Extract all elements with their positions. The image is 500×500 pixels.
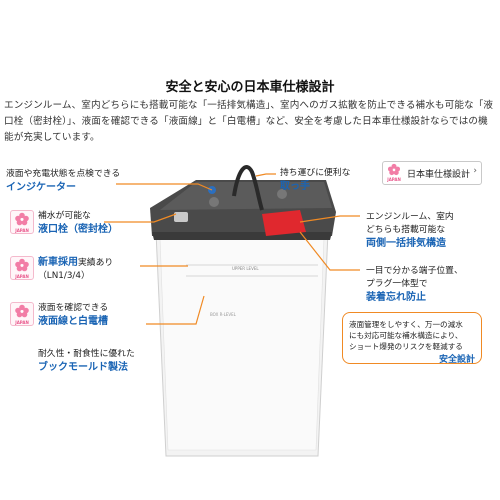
callout-terminal: 一目で分かる端子位置、 プラグ一体型で 装着忘れ防止 [366, 266, 463, 303]
sakura-icon [15, 212, 29, 226]
japan-badge: JAPAN [10, 210, 34, 234]
sakura-icon [15, 304, 29, 318]
japan-badge: JAPAN [10, 302, 34, 326]
callout-level-line: 液面を確認できる 液面線と白電槽 [38, 303, 109, 327]
chevron-right-icon: › [473, 166, 477, 176]
callout-new-adoption: 新車採用実績あり （LN1/3/4） [38, 257, 114, 281]
callout-indicator: 液面や充電状態を点検できる インジケーター [6, 169, 121, 193]
spec-button[interactable]: JAPAN 日本車仕様設計 › [382, 161, 482, 185]
svg-text:BOX R-LEVEL: BOX R-LEVEL [210, 312, 237, 317]
callout-exhaust: エンジンルーム、室内 どちらも搭載可能な 両側一括排気構造 [366, 212, 454, 249]
sakura-icon [387, 163, 401, 176]
spec-button-label: 日本車仕様設計 [407, 170, 471, 180]
japan-badge: JAPAN [10, 256, 34, 280]
callout-handle: 持ち運びに便利な 取っ手 [280, 168, 351, 192]
callout-safety: 液面管理をしやすく、万一の減水 にも対応可能な補水構造により、 ショート爆発のリ… [342, 312, 482, 365]
japan-badge: JAPAN [385, 162, 403, 182]
description-text: エンジンルーム、室内どちらにも搭載可能な「一括排気構造」、室内へのガス拡散を防止… [4, 100, 494, 143]
callout-vent-plug: 補水が可能な 液口栓（密封栓） [38, 211, 118, 235]
svg-text:UPPER LEVEL: UPPER LEVEL [232, 266, 259, 271]
sakura-icon [15, 258, 29, 272]
page-title: 安全と安心の日本車仕様設計 [165, 80, 335, 95]
callout-book-mold: 耐久性・耐食性に優れた ブックモールド製法 [38, 349, 135, 373]
